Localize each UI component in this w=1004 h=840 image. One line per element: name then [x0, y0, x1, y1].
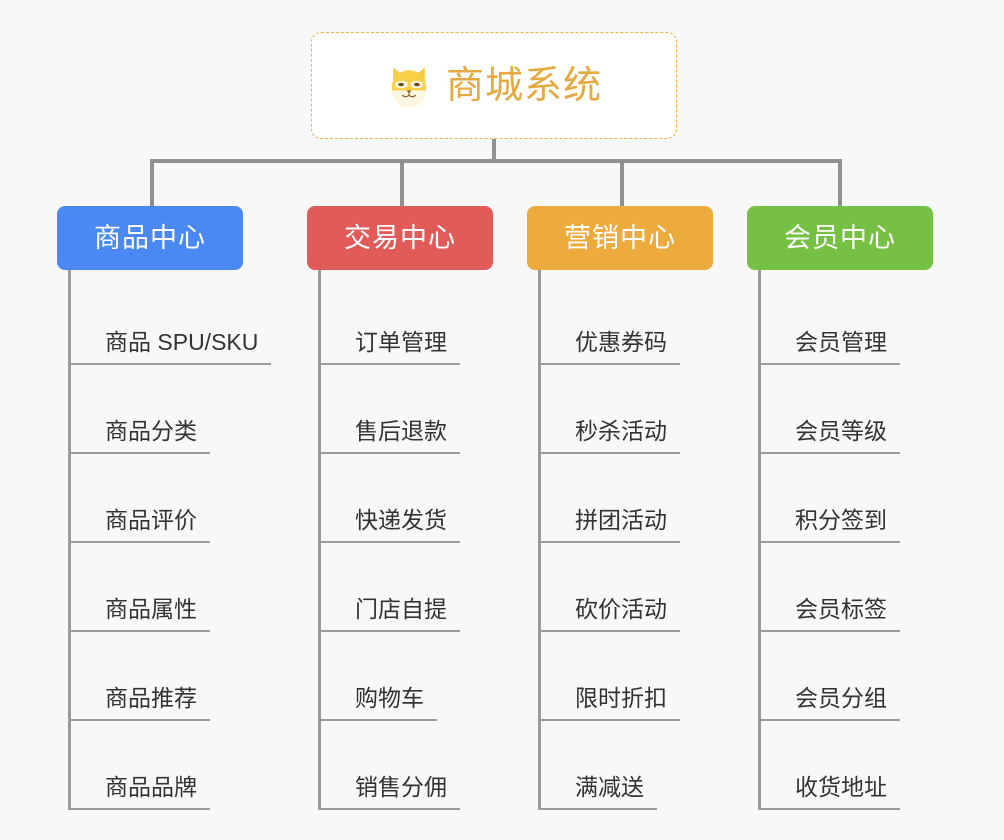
list-item[interactable]: 满减送	[541, 721, 713, 810]
branch-header-label: 商品中心	[94, 222, 206, 253]
list-item-label: 售后退款	[321, 420, 460, 454]
list-item-label: 商品 SPU/SKU	[71, 331, 272, 365]
list-item[interactable]: 商品品牌	[71, 721, 243, 810]
list-item-label: 会员标签	[761, 598, 900, 632]
connector-horizontal-bar	[150, 159, 842, 163]
list-item[interactable]: 销售分佣	[321, 721, 493, 810]
list-item[interactable]: 购物车	[321, 632, 493, 721]
branch-item-list: 会员管理 会员等级 积分签到 会员标签 会员分组 收货地址	[758, 270, 933, 810]
list-item[interactable]: 会员等级	[761, 365, 933, 454]
branch-item-list: 订单管理 售后退款 快递发货 门店自提 购物车 销售分佣	[318, 270, 493, 810]
list-item[interactable]: 会员管理	[761, 276, 933, 365]
list-item[interactable]: 商品属性	[71, 543, 243, 632]
branch-column-member-center: 会员中心 会员管理 会员等级 积分签到 会员标签 会员分组 收货地址	[747, 206, 933, 810]
branch-column-product-center: 商品中心 商品 SPU/SKU 商品分类 商品评价 商品属性 商品推荐 商品品牌	[57, 206, 272, 810]
list-item[interactable]: 商品 SPU/SKU	[71, 276, 272, 365]
list-item[interactable]: 商品分类	[71, 365, 243, 454]
list-item-label: 收货地址	[761, 776, 900, 810]
root-node-title: 商城系统	[445, 64, 602, 107]
list-item-label: 满减送	[541, 776, 657, 810]
branch-header-product-center[interactable]: 商品中心	[57, 206, 243, 270]
list-item-label: 商品品牌	[71, 776, 210, 810]
list-item-label: 会员分组	[761, 687, 900, 721]
list-item-label: 商品推荐	[71, 687, 210, 721]
list-item[interactable]: 积分签到	[761, 454, 933, 543]
list-item-label: 限时折扣	[541, 687, 680, 721]
list-item-label: 订单管理	[321, 331, 460, 365]
list-item[interactable]: 收货地址	[761, 721, 933, 810]
root-node-card[interactable]: 商城系统	[311, 32, 677, 139]
branch-header-label: 会员中心	[784, 222, 896, 253]
list-item[interactable]: 商品评价	[71, 454, 243, 543]
list-item[interactable]: 拼团活动	[541, 454, 713, 543]
connector-drop-1	[400, 159, 404, 207]
list-item-label: 快递发货	[321, 509, 460, 543]
list-item[interactable]: 商品推荐	[71, 632, 243, 721]
branch-header-member-center[interactable]: 会员中心	[747, 206, 933, 270]
list-item-label: 商品属性	[71, 598, 210, 632]
list-item[interactable]: 快递发货	[321, 454, 493, 543]
shiba-dog-icon	[386, 63, 432, 109]
list-item[interactable]: 秒杀活动	[541, 365, 713, 454]
list-item-label: 拼团活动	[541, 509, 680, 543]
list-item-label: 商品评价	[71, 509, 210, 543]
connector-drop-0	[150, 159, 154, 207]
list-item-label: 销售分佣	[321, 776, 460, 810]
list-item-label: 商品分类	[71, 420, 210, 454]
list-item[interactable]: 优惠券码	[541, 276, 713, 365]
list-item-label: 秒杀活动	[541, 420, 680, 454]
connector-root-stem	[492, 139, 496, 163]
branch-item-list: 优惠券码 秒杀活动 拼团活动 砍价活动 限时折扣 满减送	[538, 270, 713, 810]
list-item-label: 会员管理	[761, 331, 900, 365]
connector-drop-2	[620, 159, 624, 207]
list-item-label: 砍价活动	[541, 598, 680, 632]
list-item-label: 优惠券码	[541, 331, 680, 365]
list-item[interactable]: 订单管理	[321, 276, 493, 365]
branch-header-label: 交易中心	[344, 222, 456, 253]
list-item-label: 购物车	[321, 687, 437, 721]
branch-header-label: 营销中心	[564, 222, 676, 253]
list-item-label: 会员等级	[761, 420, 900, 454]
branch-header-marketing-center[interactable]: 营销中心	[527, 206, 713, 270]
branch-item-list: 商品 SPU/SKU 商品分类 商品评价 商品属性 商品推荐 商品品牌	[68, 270, 272, 810]
list-item[interactable]: 会员标签	[761, 543, 933, 632]
list-item[interactable]: 会员分组	[761, 632, 933, 721]
branch-header-trade-center[interactable]: 交易中心	[307, 206, 493, 270]
list-item-label: 门店自提	[321, 598, 460, 632]
connector-drop-3	[838, 159, 842, 207]
list-item[interactable]: 售后退款	[321, 365, 493, 454]
list-item[interactable]: 砍价活动	[541, 543, 713, 632]
branch-column-trade-center: 交易中心 订单管理 售后退款 快递发货 门店自提 购物车 销售分佣	[307, 206, 493, 810]
branch-column-marketing-center: 营销中心 优惠券码 秒杀活动 拼团活动 砍价活动 限时折扣 满减送	[527, 206, 713, 810]
list-item[interactable]: 限时折扣	[541, 632, 713, 721]
list-item[interactable]: 门店自提	[321, 543, 493, 632]
list-item-label: 积分签到	[761, 509, 900, 543]
